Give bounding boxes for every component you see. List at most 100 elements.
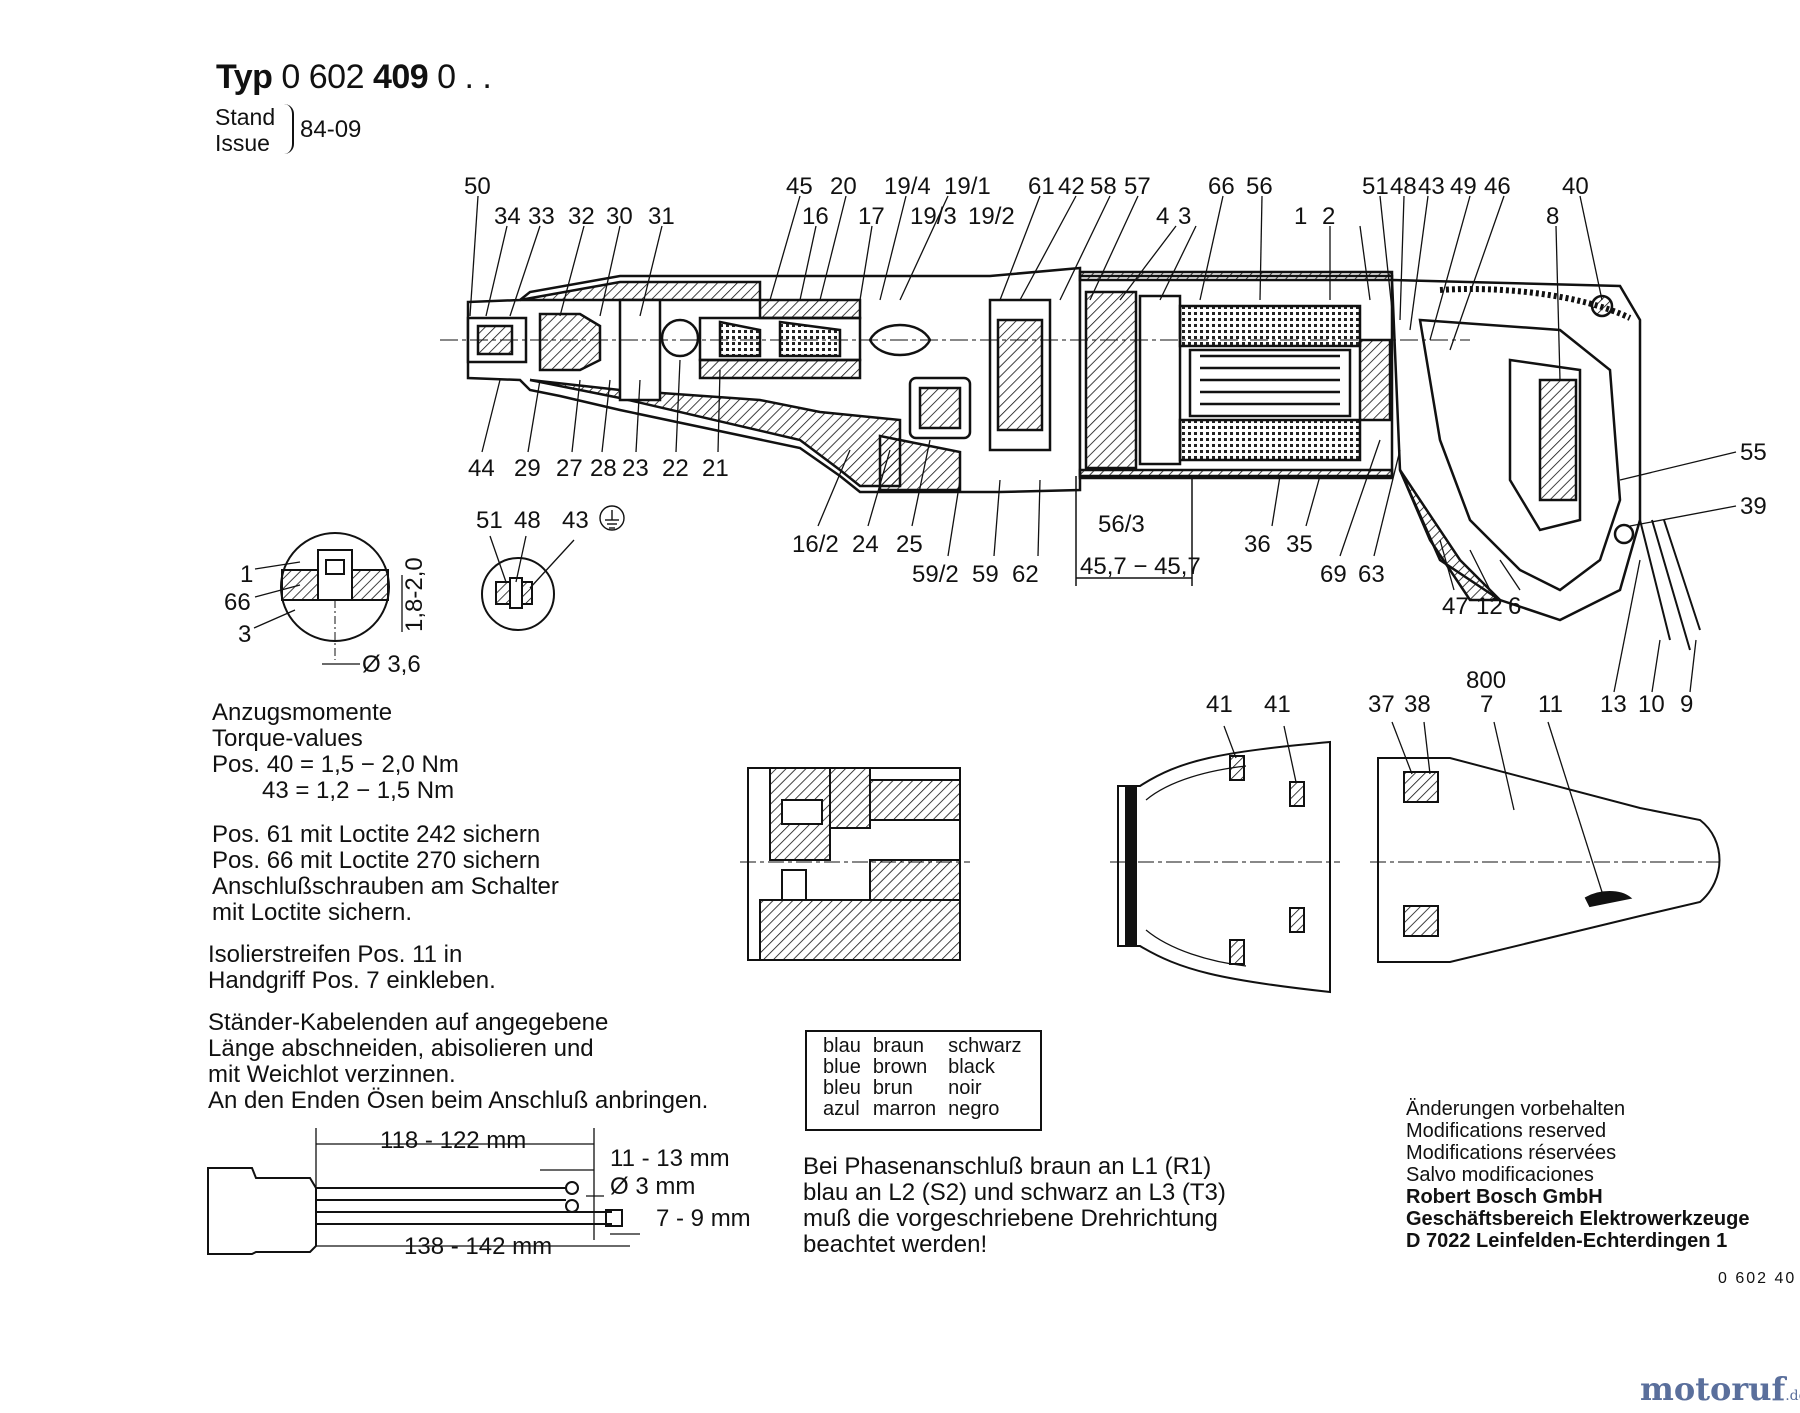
handle [1390, 278, 1701, 651]
cable-dim-eyelet: Ø 3 mm [610, 1173, 695, 1200]
loctite-line: Pos. 61 mit Loctite 242 sichern [212, 821, 541, 848]
callout-1: 1 [1294, 203, 1307, 230]
detail-a-label-66: 66 [224, 589, 251, 616]
mod-line: Modifications réservées [1406, 1142, 1617, 1164]
phase-line: Bei Phasenanschluß braun an L1 (R1) [803, 1153, 1212, 1180]
callout-69: 69 [1320, 561, 1347, 588]
cable-dim-total-short: 118 - 122 mm [380, 1127, 526, 1154]
loctite-line: Pos. 66 mit Loctite 270 sichern [212, 847, 541, 874]
gear-housing [466, 266, 1082, 494]
handle-label-800: 800 [1466, 667, 1506, 694]
callout-32: 32 [568, 203, 595, 230]
color-cell: blue [823, 1056, 861, 1078]
torque-title-en: Torque-values [212, 725, 363, 752]
callout-25: 25 [896, 531, 923, 558]
handle-label-41a: 41 [1206, 691, 1233, 718]
section-detail [740, 767, 970, 961]
callout-19-2: 19/2 [968, 203, 1015, 230]
callout-16-2: 16/2 [792, 531, 839, 558]
callout-57: 57 [1124, 173, 1151, 200]
watermark-logo: motoruf.de [1640, 1370, 1800, 1408]
color-cell: black [948, 1056, 995, 1078]
callout-48: 48 [1390, 173, 1417, 200]
callout-6: 6 [1508, 593, 1521, 620]
callout-45: 45 [786, 173, 813, 200]
leader-lines [469, 195, 1737, 693]
callout-24: 24 [852, 531, 879, 558]
callout-16: 16 [802, 203, 829, 230]
callout-51: 51 [1362, 173, 1389, 200]
detail-a-label-3: 3 [238, 621, 251, 648]
callout-36: 36 [1244, 531, 1271, 558]
company-division: Geschäftsbereich Elektrowerkzeuge [1406, 1208, 1750, 1230]
cable-dim-total-long: 138 - 142 mm [404, 1233, 552, 1260]
handle-label-38: 38 [1404, 691, 1431, 718]
typ-suffix: 0 . . [437, 58, 492, 96]
callout-29: 29 [514, 455, 541, 482]
detail-b [481, 505, 625, 631]
callout-59-2: 59/2 [912, 561, 959, 588]
cable-instruction-line: mit Weichlot verzinnen. [208, 1061, 456, 1088]
detail-a-diameter: Ø 3,6 [362, 651, 421, 678]
color-cell: noir [948, 1077, 982, 1099]
mod-line: Modifications reserved [1406, 1120, 1607, 1142]
typ-label: Typ [216, 58, 273, 96]
callout-62: 62 [1012, 561, 1039, 588]
callout-33: 33 [528, 203, 555, 230]
callout-23: 23 [622, 455, 649, 482]
callout-22: 22 [662, 455, 689, 482]
loctite-block: Pos. 61 mit Loctite 242 sichern Pos. 66 … [212, 822, 559, 926]
typ-prefix: 0 602 [281, 58, 364, 96]
isolation-line: Isolierstreifen Pos. 11 in [208, 941, 463, 968]
cable-instructions: Ständer-Kabelenden auf angegebene Länge … [208, 1010, 708, 1114]
callout-12: 12 [1476, 593, 1503, 620]
callout-43: 43 [1418, 173, 1445, 200]
torque-line-1: Pos. 40 = 1,5 − 2,0 Nm [212, 751, 459, 778]
color-cell: marron [872, 1098, 937, 1120]
color-cell: brown [872, 1056, 928, 1078]
callout-61: 61 [1028, 173, 1055, 200]
modifications-block: Änderungen vorbehalten Modifications res… [1406, 1098, 1749, 1252]
cable-dim-end: 7 - 9 mm [656, 1205, 751, 1232]
color-row: blue brown black [823, 1057, 1034, 1078]
detail-b-label-43: 43 [562, 507, 589, 534]
watermark-text: motoruf [1640, 1370, 1786, 1408]
motor-housing [1078, 270, 1394, 480]
detail-a-label-1: 1 [240, 561, 253, 588]
cable-dim-strip: 11 - 13 mm [610, 1145, 730, 1172]
torque-title-de: Anzugsmomente [212, 699, 393, 726]
callout-66: 66 [1208, 173, 1235, 200]
callout-13: 13 [1600, 691, 1627, 718]
detail-a-height: 1,8-2,0 [401, 557, 428, 632]
company-name: Robert Bosch GmbH [1406, 1186, 1603, 1208]
loctite-line: mit Loctite sichern. [212, 899, 413, 926]
callout-35: 35 [1286, 531, 1313, 558]
callout-20: 20 [830, 173, 857, 200]
color-cell: bleu [823, 1077, 861, 1099]
mod-line: Salvo modificaciones [1406, 1164, 1594, 1186]
callout-3: 3 [1178, 203, 1191, 230]
color-cell: brun [872, 1077, 913, 1099]
callout-47: 47 [1442, 593, 1469, 620]
callout-27: 27 [556, 455, 583, 482]
detail-a-labels: 1 66 3 Ø 3,6 1,8-2,0 [224, 557, 428, 678]
callout-56: 56 [1246, 173, 1273, 200]
handle-shell-right [1223, 721, 1721, 963]
document-number: 0 602 40 [1718, 1270, 1797, 1287]
callout-39: 39 [1740, 493, 1767, 520]
model-title: Typ 0 602 409 0 . . [216, 58, 492, 97]
callout-59: 59 [972, 561, 999, 588]
stand-label: Stand [215, 104, 276, 130]
color-cell: schwarz [948, 1035, 1022, 1057]
callout-31: 31 [648, 203, 675, 230]
phase-line: beachtet werden! [803, 1231, 988, 1258]
issue-brace [284, 104, 294, 154]
callout-42: 42 [1058, 173, 1085, 200]
torque-line-2: 43 = 1,2 − 1,5 Nm [262, 777, 455, 804]
detail-b-label-51: 51 [476, 507, 503, 534]
cable-diagram [207, 1128, 640, 1255]
